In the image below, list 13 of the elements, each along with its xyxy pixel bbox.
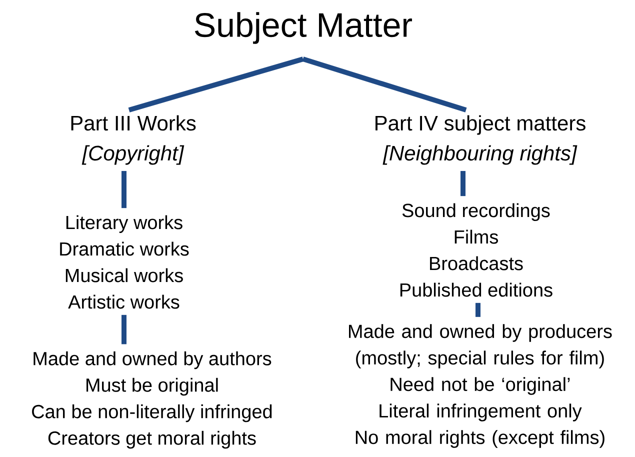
subject-matters-list: Sound recordings Films Broadcasts Published editions <box>400 203 552 297</box>
properties-list: Made and owned by producers (mostly; special rules for film) Need not be ‘original’ Literal infringement only No moral rights (except films) <box>349 324 612 448</box>
connector-line <box>302 56 467 112</box>
connector-bar <box>476 302 480 317</box>
properties-list: Made and owned by authors Must be original Can be non-literally infringed Creators get moral rights <box>32 351 272 449</box>
category-heading: Part IV subject matters [Neighbouring rights] <box>376 115 586 165</box>
connector-bar <box>460 170 466 196</box>
connector-bar <box>122 170 126 208</box>
title-text: Subject Matter <box>194 12 412 44</box>
category-heading: Part III Works [Copyright] <box>71 115 196 165</box>
connector-line <box>128 56 304 112</box>
works-list: Literary works Dramatic works Musical works Artistic works <box>60 215 189 309</box>
connector-bar <box>122 314 126 344</box>
